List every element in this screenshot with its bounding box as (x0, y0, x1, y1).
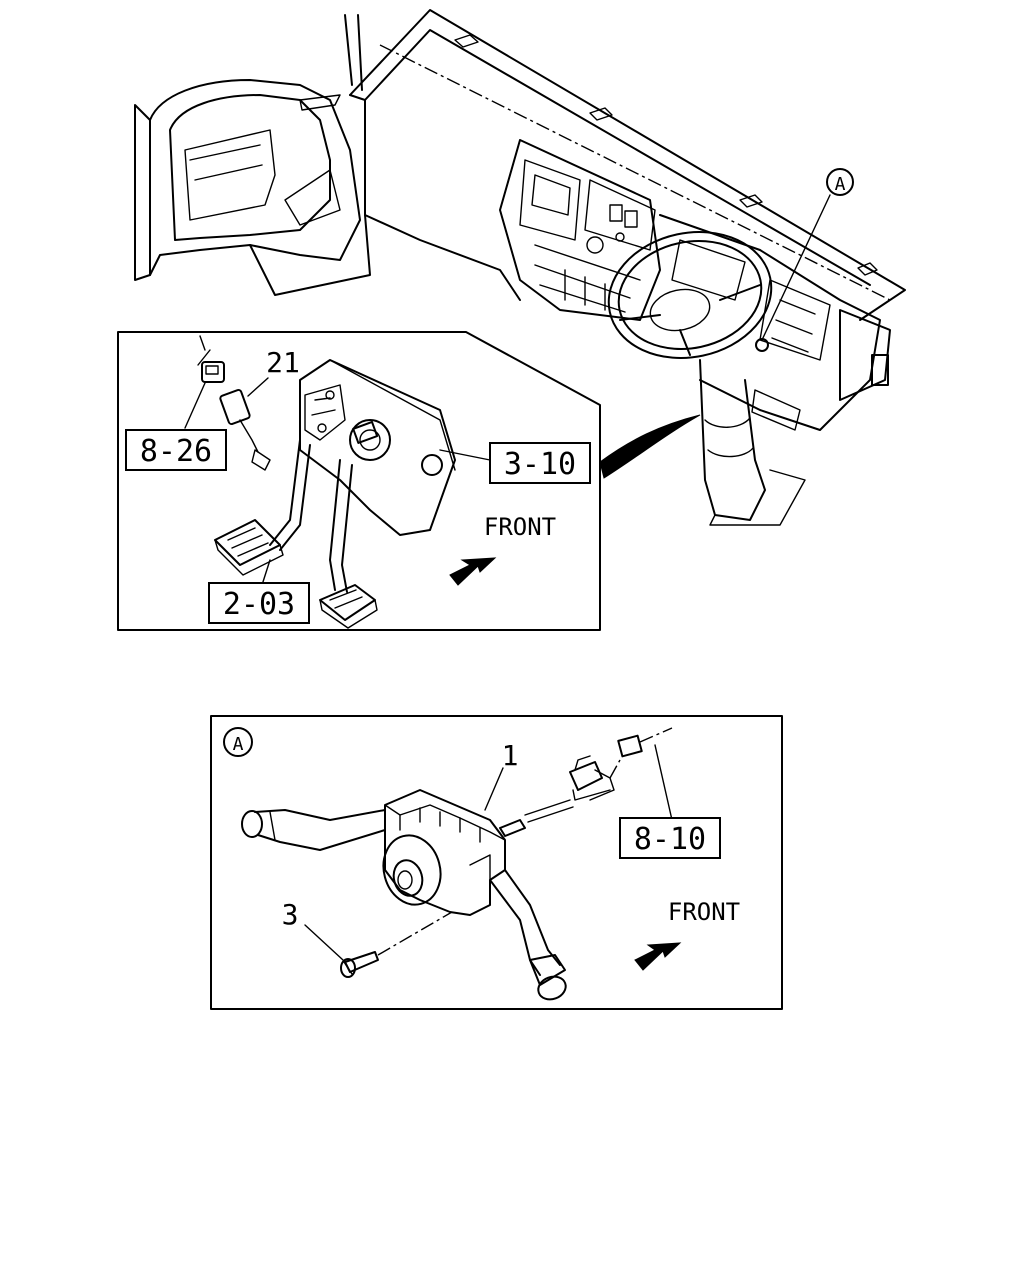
ref-box-2-03-label: 2-03 (223, 587, 295, 622)
switch-detail-panel (210, 715, 783, 1010)
switch-front-label: FRONT (668, 898, 740, 926)
part-21-label: 21 (266, 346, 300, 379)
pointer-arrow-shape (599, 414, 701, 479)
part-3-label: 3 (282, 898, 299, 931)
detail-marker-a-label: A (233, 734, 244, 755)
ref-box-8-26-label: 8-26 (140, 434, 212, 469)
pedal-front-label: FRONT (484, 513, 556, 541)
cab-dashboard-illustration (134, 9, 906, 526)
ref-box-8-10-label: 8-10 (634, 822, 706, 857)
ref-box-3-10-label: 3-10 (504, 447, 576, 482)
view-marker-a-label: A (835, 174, 846, 195)
part-1-label: 1 (502, 739, 519, 772)
pedal-detail-panel (117, 331, 601, 631)
